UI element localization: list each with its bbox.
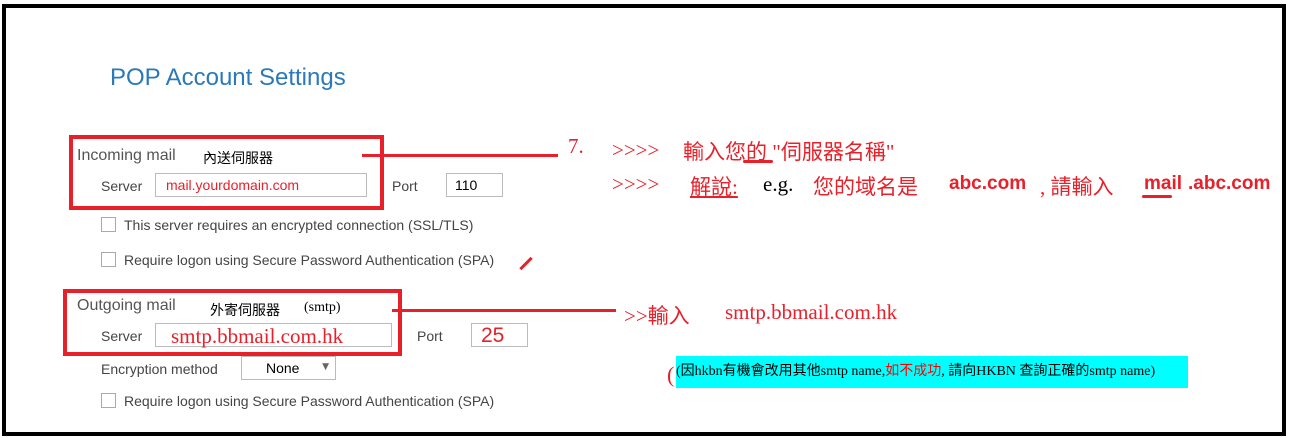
incoming-mail-zh-label: 內送伺服器: [203, 151, 273, 167]
outgoing-mail-zh-label: 外寄伺服器: [210, 303, 280, 319]
incoming-port-input[interactable]: 110: [446, 173, 503, 197]
hkbn-note: (因hkbn有機會改用其他smtp name,如不成功, 請向HKBN 查詢正確…: [676, 356, 1188, 388]
ssl-checkbox[interactable]: [101, 217, 116, 232]
outgoing-port-input[interactable]: 25: [471, 323, 528, 347]
screenshot-frame: [2, 4, 1286, 436]
smtp-arrow-label: >>輸入: [624, 304, 690, 328]
incoming-spa-label: Require logon using Secure Password Auth…: [124, 252, 495, 268]
page-title: POP Account Settings: [110, 64, 346, 91]
mail-prefix: mail: [1144, 173, 1183, 194]
domain-suffix: .abc.com: [1188, 173, 1271, 194]
step-number: 7.: [568, 134, 584, 158]
encryption-method-select[interactable]: None▼: [241, 356, 336, 380]
underline-mark-2: [1142, 195, 1172, 198]
outgoing-smtp-label: (smtp): [304, 300, 341, 315]
incoming-highlight-box: [69, 135, 384, 210]
outgoing-highlight-box: [63, 289, 402, 356]
outgoing-spa-label: Require logon using Secure Password Auth…: [124, 393, 495, 409]
incoming-spa-checkbox[interactable]: [101, 252, 116, 267]
incoming-mail-label: Incoming mail: [77, 147, 176, 164]
domain-example: abc.com: [949, 173, 1027, 194]
annotation-line1: 輸入您的 "伺服器名稱": [683, 140, 895, 164]
ssl-label: This server requires an encrypted connec…: [124, 217, 474, 233]
incoming-server-label: Server: [101, 178, 143, 194]
encryption-method-label: Encryption method: [101, 361, 218, 377]
chevron-down-icon: ▼: [322, 362, 329, 372]
outgoing-port-label: Port: [417, 328, 443, 344]
pointer-line-incoming: [362, 154, 558, 157]
domain-is-label: 您的域名是: [813, 175, 918, 199]
arrows-1: >>>>: [612, 138, 660, 162]
paren-mark: (: [667, 362, 675, 387]
smtp-value-annotation: smtp.bbmail.com.hk: [725, 300, 898, 324]
please-enter-label: , 請輸入: [1040, 175, 1114, 199]
arrows-2: >>>>: [612, 172, 660, 196]
outgoing-server-input[interactable]: smtp.bbmail.com.hk: [155, 323, 392, 348]
outgoing-server-label: Server: [101, 328, 143, 344]
eg-label: e.g.: [763, 172, 794, 196]
incoming-port-label: Port: [392, 178, 418, 194]
pointer-line-outgoing: [392, 309, 616, 312]
outgoing-spa-checkbox[interactable]: [101, 393, 116, 408]
outgoing-mail-label: Outgoing mail: [77, 297, 176, 314]
incoming-server-input[interactable]: mail.yourdomain.com: [155, 173, 367, 197]
underline-mark: [743, 160, 773, 163]
explain-label: 解說:: [690, 175, 738, 199]
